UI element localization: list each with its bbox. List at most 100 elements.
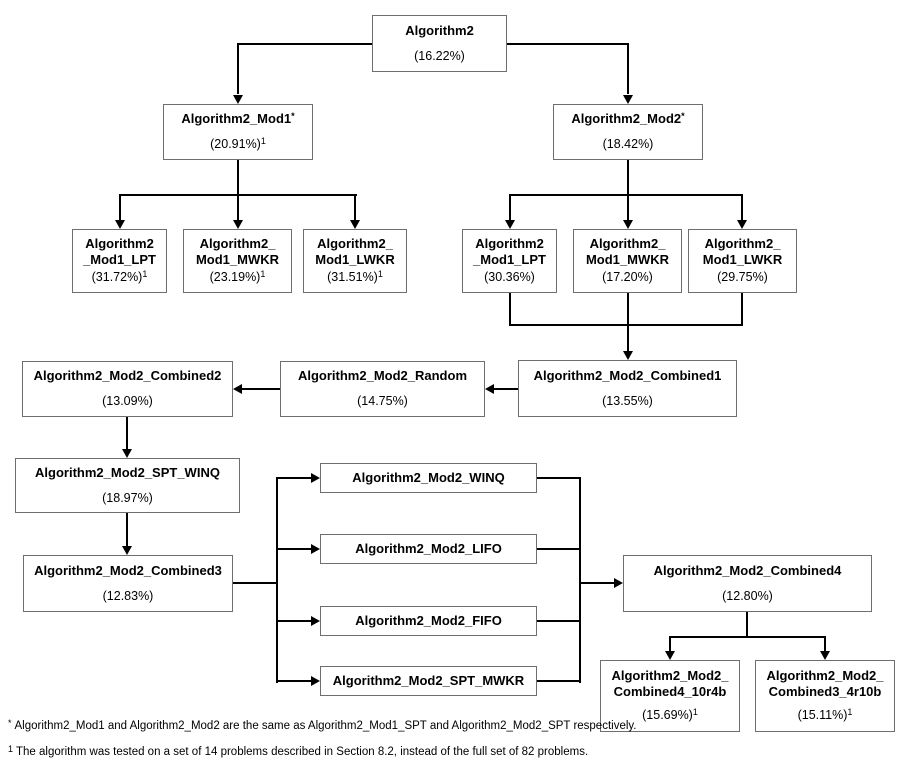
connector-line — [276, 548, 311, 550]
node-combined4: Algorithm2_Mod2_Combined4 (12.80%) — [623, 555, 872, 612]
node-title: Algorithm2_Mod2_Combined4 — [653, 562, 842, 578]
connector-arrowhead — [311, 676, 320, 686]
node-value: (31.51%)1 — [327, 269, 383, 284]
node-mod2-lwkr: Algorithm2_ Mod1_LWKR (29.75%) — [688, 229, 797, 293]
node-algorithm2: Algorithm2 (16.22%) — [372, 15, 507, 72]
node-lifo: Algorithm2_Mod2_LIFO — [320, 534, 537, 564]
node-combined2: Algorithm2_Mod2_Combined2 (13.09%) — [22, 361, 233, 417]
node-title: Combined3_4r10b — [768, 684, 882, 699]
node-title: Algorithm2_Mod2_Combined1 — [533, 367, 722, 383]
node-spt-mwkr: Algorithm2_Mod2_SPT_MWKR — [320, 666, 537, 696]
connector-arrowhead — [311, 616, 320, 626]
node-value: (17.20%) — [602, 270, 653, 284]
connector-arrowhead — [311, 473, 320, 483]
connector-line — [537, 548, 581, 550]
connector-line — [627, 43, 629, 94]
node-title: Algorithm2_Mod2_ — [611, 668, 729, 683]
connector-arrowhead — [623, 220, 633, 229]
connector-line — [824, 636, 826, 651]
connector-line — [354, 194, 356, 220]
node-title: Algorithm2_Mod2_SPT_WINQ — [35, 464, 220, 480]
node-mod2-lpt: Algorithm2 _Mod1_LPT (30.36%) — [462, 229, 557, 293]
node-value: (12.83%) — [102, 588, 154, 603]
node-algorithm2-mod2: Algorithm2_Mod2* (18.42%) — [553, 104, 703, 160]
connector-arrowhead — [233, 220, 243, 229]
connector-line — [741, 194, 743, 220]
node-value: (18.42%) — [602, 137, 654, 151]
connector-arrowhead — [122, 449, 132, 458]
connector-line — [237, 43, 239, 94]
node-algorithm2-mod1: Algorithm2_Mod1* (20.91%)1 — [163, 104, 313, 160]
connector-line — [507, 43, 628, 45]
node-title: Algorithm2 — [405, 22, 474, 38]
connector-line — [237, 194, 239, 220]
node-mod1-mwkr: Algorithm2_ Mod1_MWKR (23.19%)1 — [183, 229, 292, 293]
connector-line — [537, 477, 581, 479]
connector-line — [537, 680, 581, 682]
node-title: Mod1_MWKR — [585, 252, 670, 267]
node-value: (23.19%)1 — [209, 269, 266, 284]
connector-line — [509, 293, 511, 326]
connector-line — [627, 160, 629, 195]
node-combined3: Algorithm2_Mod2_Combined3 (12.83%) — [23, 555, 233, 612]
node-title: Mod1_LWKR — [315, 252, 395, 267]
connector-line — [237, 160, 239, 195]
connector-arrowhead — [614, 578, 623, 588]
node-value: (29.75%) — [717, 270, 768, 284]
node-title: _Mod1_LPT — [83, 252, 156, 267]
node-value: (31.72%)1 — [91, 269, 148, 284]
connector-line — [242, 388, 280, 390]
node-random: Algorithm2_Mod2_Random (14.75%) — [280, 361, 485, 417]
node-title: Algorithm2_Mod2_SPT_MWKR — [332, 673, 525, 688]
connector-line — [746, 612, 748, 638]
node-value: (15.11%)1 — [797, 707, 853, 722]
node-title: Algorithm2_Mod2_FIFO — [355, 613, 502, 628]
connector-line — [237, 43, 372, 45]
node-title: Algorithm2_ — [704, 236, 781, 251]
node-title: Algorithm2_Mod2_Combined2 — [33, 368, 222, 383]
node-title: _Mod1_LPT — [473, 252, 546, 267]
connector-line — [119, 194, 121, 220]
connector-line — [537, 620, 581, 622]
connector-line — [233, 582, 277, 584]
node-value: (12.80%) — [722, 588, 773, 603]
connector-arrowhead — [737, 220, 747, 229]
node-combined4-10r4b: Algorithm2_Mod2_ Combined4_10r4b (15.69%… — [600, 660, 740, 732]
node-value: (18.97%) — [102, 490, 153, 505]
connector-arrowhead — [233, 95, 243, 104]
node-title: Algorithm2_Mod2_WINQ — [352, 470, 505, 485]
node-title: Algorithm2_ — [199, 236, 276, 251]
node-mod2-mwkr: Algorithm2_ Mod1_MWKR (17.20%) — [573, 229, 682, 293]
connector-arrowhead — [623, 351, 633, 360]
connector-arrowhead — [122, 546, 132, 555]
node-value: (16.22%) — [414, 48, 465, 63]
connector-line — [509, 324, 743, 326]
node-mod1-lwkr: Algorithm2_ Mod1_LWKR (31.51%)1 — [303, 229, 407, 293]
node-mod1-lpt: Algorithm2 _Mod1_LPT (31.72%)1 — [72, 229, 167, 293]
connector-line — [627, 293, 629, 326]
connector-arrowhead — [115, 220, 125, 229]
connector-line — [627, 194, 629, 220]
connector-line — [276, 680, 311, 682]
connector-arrowhead — [820, 651, 830, 660]
node-value: (13.09%) — [102, 394, 153, 408]
connector-arrowhead — [485, 384, 494, 394]
footnote-text: Algorithm2_Mod1 and Algorithm2_Mod2 are … — [14, 720, 637, 732]
connector-line — [126, 513, 128, 546]
connector-line — [494, 388, 518, 390]
node-value: (14.75%) — [357, 394, 408, 408]
connector-arrowhead — [311, 544, 320, 554]
connector-line — [669, 636, 826, 638]
footnote-marker: * — [8, 718, 12, 728]
node-spt-winq: Algorithm2_Mod2_SPT_WINQ (18.97%) — [15, 458, 240, 513]
node-combined3-4r10b: Algorithm2_Mod2_ Combined3_4r10b (15.11%… — [755, 660, 895, 732]
node-value: (30.36%) — [484, 270, 535, 284]
node-fifo: Algorithm2_Mod2_FIFO — [320, 606, 537, 636]
connector-arrowhead — [233, 384, 242, 394]
connector-line — [276, 477, 278, 683]
node-title: Algorithm2_Mod2_Random — [297, 368, 467, 383]
connector-line — [579, 477, 581, 683]
footnote-marker: 1 — [8, 744, 14, 754]
connector-arrowhead — [505, 220, 515, 229]
